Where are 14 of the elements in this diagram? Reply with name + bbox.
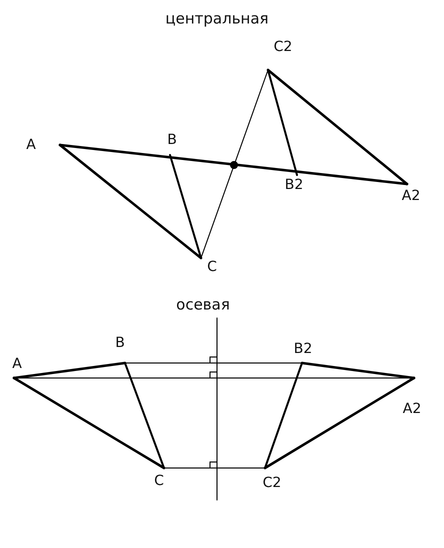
point-label: C2 <box>262 476 282 490</box>
section-heading: центральная <box>165 12 269 26</box>
point-label: C <box>154 474 164 488</box>
point-label: C <box>207 260 217 274</box>
point-label: A2 <box>402 402 422 416</box>
point-label: A <box>26 138 36 152</box>
point-label: B <box>115 336 125 350</box>
point-label: B2 <box>294 342 312 356</box>
point-label: A <box>12 357 22 371</box>
point-label: B2 <box>284 178 304 192</box>
point-label: C2 <box>274 40 292 54</box>
point-label: B <box>167 133 177 147</box>
section-heading: осевая <box>176 298 230 312</box>
point-label: A2 <box>402 189 420 203</box>
